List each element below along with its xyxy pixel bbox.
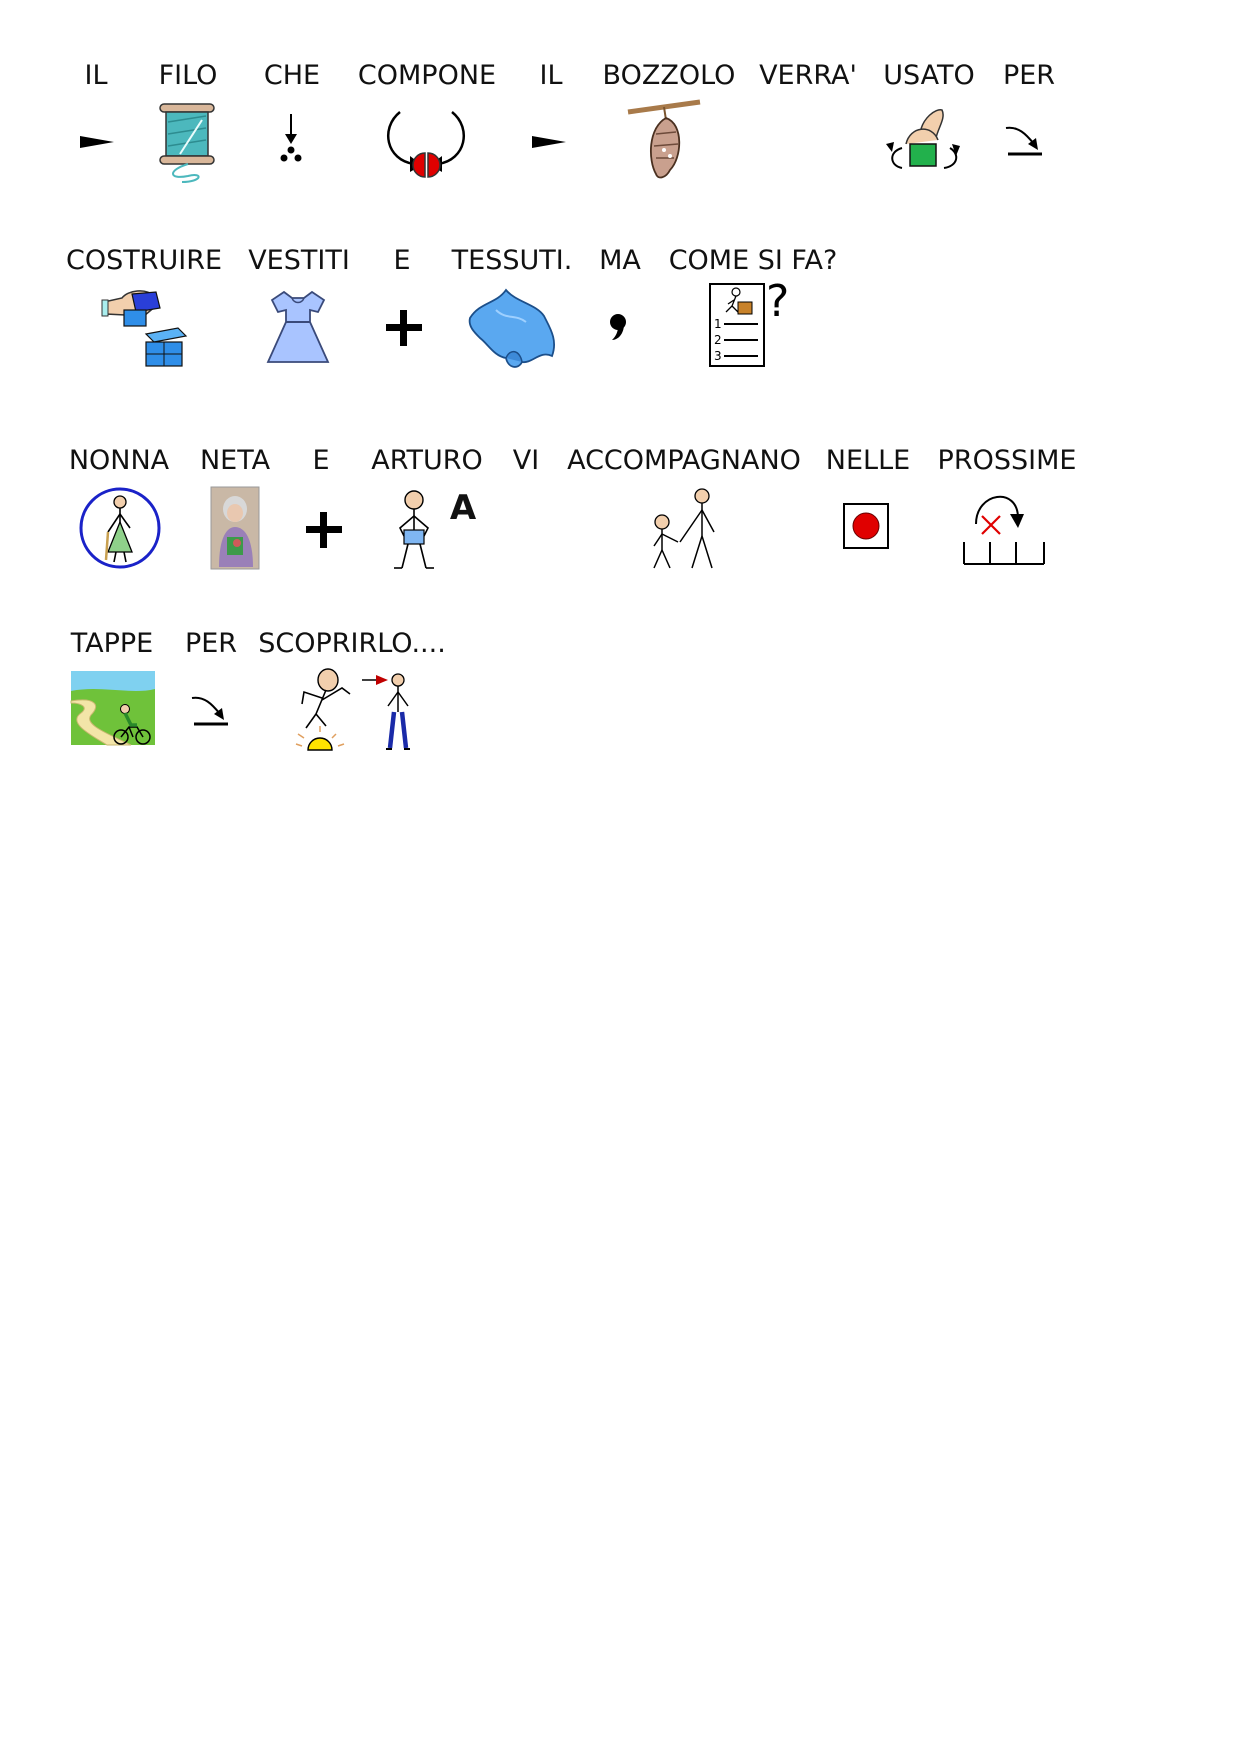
word-vestiti: VESTITI bbox=[248, 245, 350, 276]
word-nelle: NELLE bbox=[825, 445, 911, 476]
accompany-icon bbox=[648, 488, 724, 572]
word-bozzolo: BOZZOLO bbox=[602, 60, 736, 91]
word-tessuti: TESSUTI. bbox=[451, 245, 573, 276]
for-arrow-icon bbox=[1004, 122, 1044, 158]
build-blocks-icon bbox=[101, 288, 188, 368]
for-arrow-icon bbox=[190, 692, 230, 728]
word-il: IL bbox=[84, 60, 108, 91]
word-tappe: TAPPE bbox=[70, 628, 154, 659]
dress-icon bbox=[266, 288, 330, 366]
word-vi: VI bbox=[512, 445, 540, 476]
stages-landscape-icon bbox=[70, 671, 155, 746]
article-arrow-icon bbox=[80, 132, 116, 152]
plus-icon bbox=[304, 510, 344, 550]
word-arturo: ARTURO bbox=[371, 445, 483, 476]
word-prossime: PROSSIME bbox=[937, 445, 1077, 476]
word-che: CHE bbox=[263, 60, 321, 91]
next-icon bbox=[962, 484, 1046, 566]
word-come-si-fa: COME SI FA? bbox=[668, 245, 838, 276]
step-1-number: 1 bbox=[714, 317, 722, 331]
word-per: PER bbox=[184, 628, 238, 659]
grandmother-icon bbox=[78, 486, 162, 570]
word-e: E bbox=[393, 245, 411, 276]
word-costruire: COSTRUIRE bbox=[65, 245, 223, 276]
discover-icon bbox=[292, 668, 416, 754]
neta-photo bbox=[210, 486, 260, 570]
step-2-number: 2 bbox=[714, 333, 722, 347]
cocoon-icon bbox=[626, 98, 702, 184]
instructions-question-icon: 1 2 3 ? bbox=[708, 276, 804, 368]
comma-icon bbox=[606, 312, 630, 342]
arturo-icon bbox=[388, 488, 478, 572]
relative-pronoun-icon bbox=[276, 112, 306, 162]
word-compone: COMPONE bbox=[357, 60, 497, 91]
word-usato: USATO bbox=[883, 60, 975, 91]
arturo-letter: A bbox=[449, 488, 477, 528]
word-il: IL bbox=[539, 60, 563, 91]
word-verra: VERRA' bbox=[759, 60, 857, 91]
step-3-number: 3 bbox=[714, 349, 722, 363]
article-arrow-icon bbox=[532, 132, 568, 152]
in-the-icon bbox=[842, 502, 890, 550]
use-icon bbox=[880, 108, 966, 178]
compose-icon bbox=[380, 108, 472, 178]
word-per: PER bbox=[1002, 60, 1056, 91]
word-scoprirlo: SCOPRIRLO.... bbox=[258, 628, 446, 659]
word-neta: NETA bbox=[199, 445, 271, 476]
word-accompagnano: ACCOMPAGNANO bbox=[567, 445, 801, 476]
question-mark: ? bbox=[766, 276, 789, 327]
word-nonna: NONNA bbox=[68, 445, 170, 476]
fabric-icon bbox=[466, 288, 558, 368]
word-e: E bbox=[312, 445, 330, 476]
word-ma: MA bbox=[599, 245, 641, 276]
word-filo: FILO bbox=[158, 60, 218, 91]
plus-icon bbox=[384, 308, 424, 348]
thread-spool-icon bbox=[158, 100, 218, 184]
